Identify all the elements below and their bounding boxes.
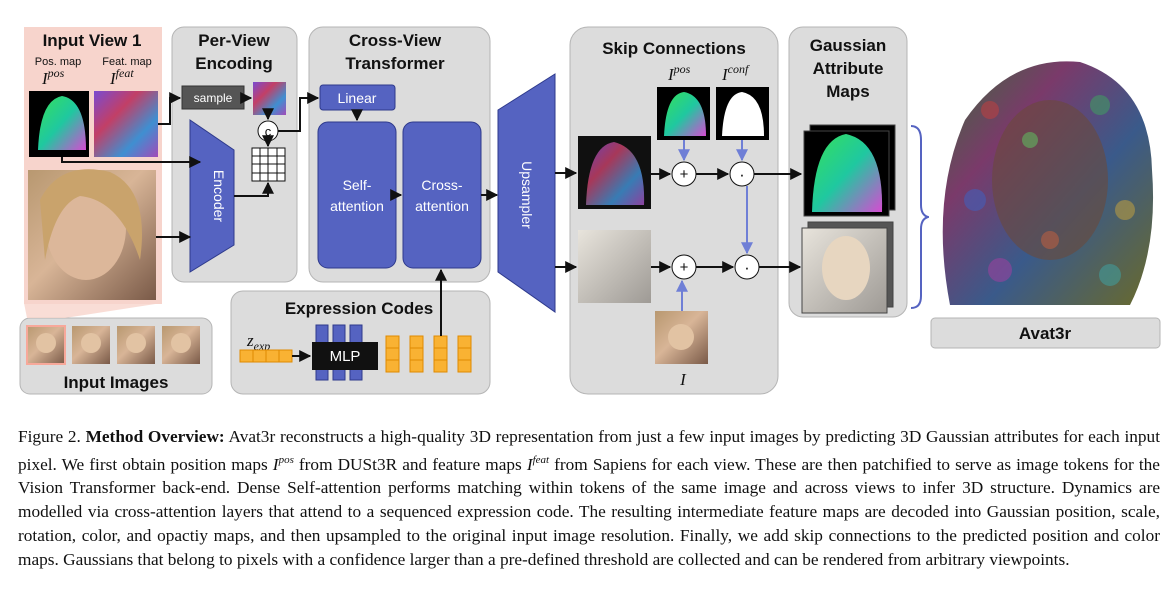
caption-part-3: from Sapiens for each view. These are th… bbox=[18, 454, 1160, 569]
input-image-thumbnails bbox=[26, 325, 200, 365]
pos-map-label: Pos. map bbox=[35, 56, 81, 68]
gaussian-color-maps bbox=[801, 221, 894, 314]
sampled-feature-patch bbox=[253, 82, 286, 115]
gaussian-maps-title-2: Attribute bbox=[813, 59, 884, 78]
figure-caption: Figure 2. Method Overview: Avat3r recons… bbox=[18, 425, 1160, 572]
feat-map-image bbox=[94, 91, 158, 157]
color-add-label: + bbox=[680, 259, 689, 276]
skip-arrows bbox=[676, 140, 753, 311]
caption-part-2: from DUSt3R and feature maps bbox=[293, 454, 527, 474]
token-grid bbox=[251, 147, 286, 182]
sample-label: sample bbox=[194, 91, 233, 105]
cross-attention-label-2: attention bbox=[415, 198, 469, 214]
cross-view-transformer-title-1: Cross-View bbox=[349, 31, 442, 50]
gaussian-maps-title-3: Maps bbox=[826, 82, 869, 101]
skip-pos-symbol: Ipos bbox=[667, 62, 691, 84]
output-label-box bbox=[930, 317, 1161, 349]
self-attention-block bbox=[317, 121, 397, 269]
caption-sup-pos: pos bbox=[278, 453, 294, 466]
expression-codes-title: Expression Codes bbox=[285, 299, 433, 318]
mlp-label: MLP bbox=[330, 348, 361, 365]
self-attention-label-2: attention bbox=[330, 198, 384, 214]
attribute-maps-brace bbox=[910, 125, 932, 309]
figure-label: Figure 2. bbox=[18, 427, 81, 446]
skip-input-symbol: I bbox=[679, 370, 687, 389]
input-view-title: Input View 1 bbox=[43, 31, 142, 50]
linear-label: Linear bbox=[338, 90, 377, 106]
per-view-encoding-title-2: Encoding bbox=[195, 54, 272, 73]
caption-part-1: Avat3r reconstructs a high-quality 3D re… bbox=[18, 427, 1160, 474]
skip-connections-title: Skip Connections bbox=[602, 39, 746, 58]
caption-sup-feat: feat bbox=[532, 453, 550, 466]
upsampler-block bbox=[497, 73, 556, 313]
output-label: Avat3r bbox=[1019, 324, 1072, 343]
upsampler-label: Upsampler bbox=[519, 161, 535, 229]
pos-mult-label: · bbox=[739, 165, 745, 184]
cross-attention-label-1: Cross- bbox=[421, 177, 463, 193]
caption-symbol-i-pos: I bbox=[272, 454, 279, 474]
avatar-splat-texture bbox=[964, 95, 1135, 286]
input-view-link bbox=[24, 303, 162, 318]
color-mult-label: · bbox=[744, 258, 750, 277]
gaussian-position-maps bbox=[803, 124, 896, 217]
input-images-title: Input Images bbox=[64, 373, 169, 392]
predicted-color-map bbox=[578, 230, 651, 303]
caption-symbol-i-feat: I bbox=[526, 454, 533, 474]
self-attention-label-1: Self- bbox=[343, 177, 372, 193]
expression-sequence-tokens bbox=[385, 335, 472, 373]
cross-attention-block bbox=[402, 121, 482, 269]
feat-map-label: Feat. map bbox=[102, 56, 152, 68]
method-overview-diagram: Input Images Input View 1 Pos. map Feat.… bbox=[19, 26, 1161, 395]
caption-heading: Method Overview: bbox=[85, 427, 225, 446]
flow-arrows bbox=[61, 92, 803, 362]
pos-map-symbol: Ipos bbox=[41, 66, 65, 88]
z-exp-tokens bbox=[239, 349, 293, 363]
encoder-label: Encoder bbox=[211, 170, 227, 222]
skip-conf-symbol: Iconf bbox=[721, 62, 750, 84]
cross-view-transformer-title-2: Transformer bbox=[345, 54, 445, 73]
gaussian-maps-title-1: Gaussian bbox=[810, 36, 887, 55]
feat-map-symbol: Ifeat bbox=[109, 66, 134, 88]
pos-add-label: + bbox=[680, 166, 689, 183]
mlp-block bbox=[312, 342, 378, 370]
per-view-encoding-title-1: Per-View bbox=[198, 31, 270, 50]
concat-label: c bbox=[265, 124, 272, 139]
